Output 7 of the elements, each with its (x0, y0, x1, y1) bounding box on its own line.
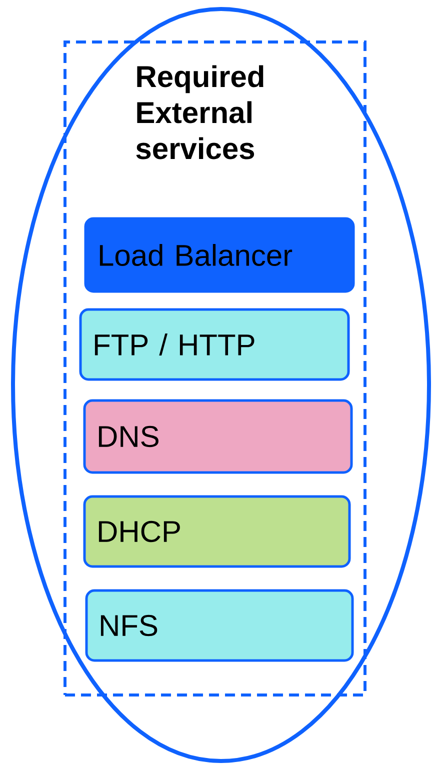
service-box: NFS (85, 589, 354, 662)
heading: Required External services (136, 65, 264, 160)
ellipse-outline (11, 7, 431, 763)
service-box: Load Balancer (84, 217, 355, 293)
service-box: FTP / HTTP (79, 308, 350, 381)
service-box: DNS (83, 399, 353, 474)
service-box: DHCP (83, 495, 351, 568)
